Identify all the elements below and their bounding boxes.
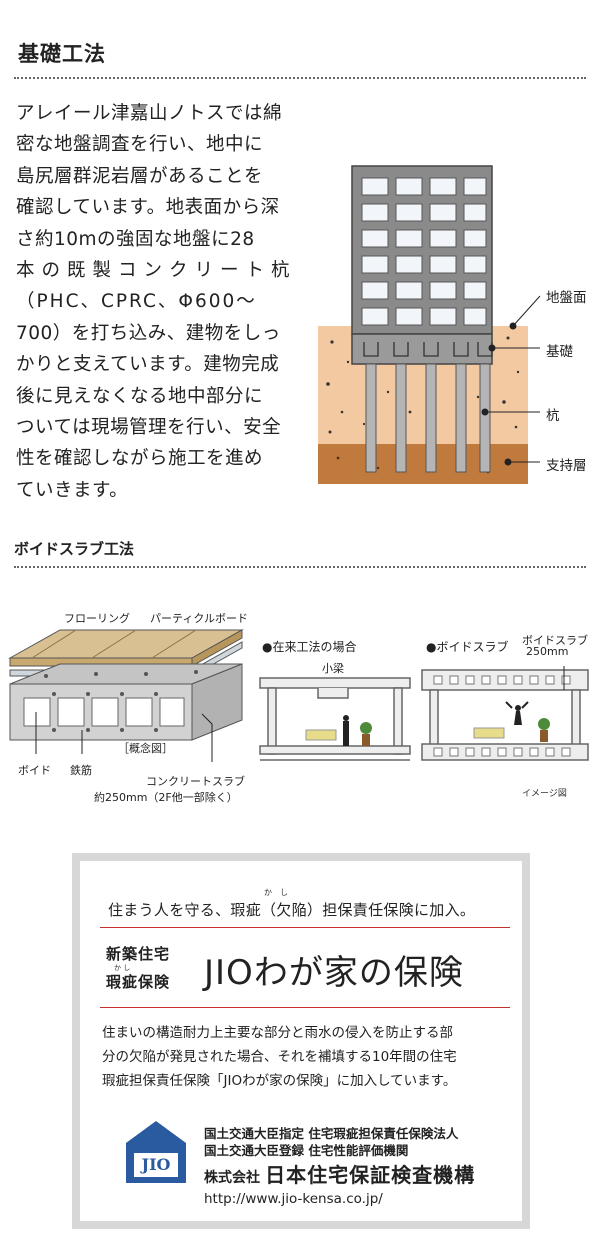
rebars [44, 670, 198, 732]
insurance-box: か し 住まう人を守る、瑕疵（欠陥）担保責任保険に加入。 新築住宅 か し 瑕疵… [72, 853, 530, 1229]
plant [360, 722, 372, 746]
text-line: （PHC、CPRC、Φ600〜 [16, 291, 257, 313]
section-title-foundation: 基礎工法 [18, 42, 106, 66]
voidslab-section [421, 666, 589, 761]
label-voidslab-dim2: 250mm [526, 645, 569, 658]
insurance-headline: JIOわが家の保険 [204, 953, 464, 993]
voids [23, 697, 185, 727]
person-silhouette [343, 715, 349, 746]
label-particle-board: パーティクルボード [150, 612, 249, 625]
label-flooring: フローリング [64, 612, 130, 625]
text-line: さ約10mの強固な地盤に28 [16, 228, 255, 250]
foundation-description: アレイール津嘉山ノトスでは綿 密な地盤調査を行い、地中に 島尻層群泥岩層があるこ… [16, 98, 316, 506]
label-concept: ［概念図］ [118, 742, 173, 755]
label-beam: 小梁 [322, 662, 344, 675]
org-line1: 国土交通大臣指定 住宅瑕疵担保責任保険法人 [204, 1126, 459, 1141]
label-support: 支持層 [546, 458, 587, 474]
jumping-person [505, 701, 529, 725]
text-line: 700）を打ち込み、建物をしっ [16, 322, 281, 344]
label-voidslab-case: ●ボイドスラブ [426, 640, 509, 654]
label-concrete-slab: コンクリートスラブ [146, 775, 245, 788]
label-ground: 地盤面 [546, 290, 587, 306]
plant [538, 718, 550, 742]
red-divider [100, 927, 510, 928]
furigana: か し [264, 888, 288, 897]
leader-lines [481, 295, 541, 466]
text-line: 確認しています。地表面から深 [16, 197, 280, 219]
label-slab-thickness: 約250mm（2F他一部除く） [94, 791, 238, 804]
org-name: 日本住宅保証検査機構 [265, 1163, 476, 1187]
text-line: かりと支えています。建物完成 [16, 354, 280, 376]
text-line: 本の既製コンクリート杭 [16, 260, 297, 282]
text-line: 後に見えなくなる地中部分に [16, 385, 264, 407]
slab-leaders [35, 712, 213, 762]
label-void: ボイド [18, 764, 51, 777]
sofa [305, 729, 337, 741]
label-image-note: イメージ図 [522, 789, 567, 799]
label-voidslab-dim1: ボイドスラブ [522, 634, 588, 647]
org-url[interactable]: http://www.jio-kensa.co.jp/ [204, 1191, 383, 1207]
desc-line: 住まいの構造耐力上主要な部分と雨水の侵入を防止する部 [102, 1025, 453, 1041]
insurance-description: 住まいの構造耐力上主要な部分と雨水の侵入を防止する部 分の欠陥が発見された場合、… [102, 1021, 457, 1093]
text-line: ていきます。 [16, 479, 129, 501]
jio-logo-text: JIO [141, 1155, 171, 1174]
foundation-base [351, 333, 493, 365]
piles [365, 363, 491, 473]
building-windows [361, 177, 487, 326]
jio-logo: JIO [124, 1119, 188, 1187]
dotted-divider [14, 77, 586, 79]
text-line: ついては現場管理を行い、安全 [16, 417, 282, 439]
voidslab-voids [433, 675, 571, 757]
label-conventional: ●在来工法の場合 [262, 640, 357, 654]
text-line: 密な地盤調査を行い、地中に [16, 134, 264, 156]
support-layer [318, 444, 528, 484]
sofa [473, 727, 505, 739]
org-name-row: 株式会社 日本住宅保証検査機構 [204, 1159, 475, 1188]
org-name-prefix: 株式会社 [204, 1170, 260, 1186]
red-divider [100, 1007, 510, 1008]
furigana: か し [114, 964, 131, 972]
conventional-section [259, 677, 411, 761]
insurance-tagline: 住まう人を守る、瑕疵（欠陥）担保責任保険に加入。 [108, 901, 476, 919]
org-line2: 国土交通大臣登録 住宅性能評価機関 [204, 1143, 409, 1158]
section-title-voidslab: ボイドスラブ工法 [14, 540, 135, 558]
label-rebar: 鉄筋 [70, 764, 92, 777]
foundation-diagram [318, 165, 541, 484]
desc-line: 瑕疵担保責任保険「JIOわが家の保険」に加入しています。 [102, 1073, 457, 1089]
label-pile: 杭 [546, 408, 560, 424]
text-line: 島尻層群泥岩層があることを [16, 165, 264, 187]
slab-concept-diagram [8, 629, 244, 762]
label-base: 基礎 [546, 344, 573, 360]
dotted-divider [14, 566, 586, 568]
text-line: 性を確認しながら施工を進め [16, 448, 264, 470]
insurance-left-line1: 新築住宅 [106, 945, 171, 963]
insurance-left-line2: 瑕疵保険 [106, 973, 171, 991]
desc-line: 分の欠陥が発見された場合、それを補填する10年間の住宅 [102, 1049, 457, 1065]
text-line: アレイール津嘉山ノトスでは綿 [16, 103, 283, 124]
